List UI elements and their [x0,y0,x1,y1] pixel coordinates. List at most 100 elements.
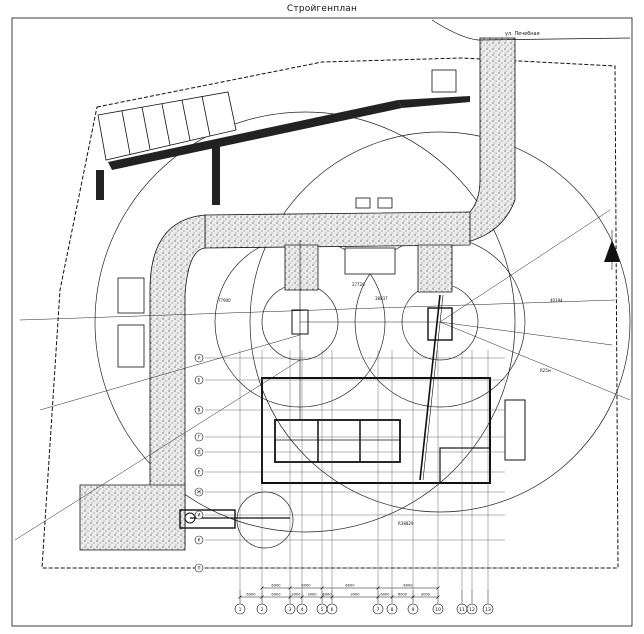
building-wing [439,447,491,484]
column-axis-label: 6 [331,607,334,613]
column-axis-4: 4 [296,590,308,615]
column-axis-label: 12 [469,607,475,613]
road-spur-right [417,244,453,293]
building-annex [504,399,526,461]
temp-building-2 [117,324,145,368]
row-axis-10: Л [194,563,204,573]
dim-site-right: 40194 [550,298,563,303]
column-axis-6: 6 [326,590,338,615]
temporary-road [79,37,516,551]
row-axis-8: И [194,510,204,520]
row-axis-3: В [194,405,204,415]
column-axis-10: 10 [432,590,444,615]
dim-radius-1: R38829 [398,521,414,526]
column-axis-label: 13 [485,607,491,613]
row-axis-label: И [198,513,201,518]
guard-house [431,69,457,93]
dimension-chain-bottom: 6000 6000 3000 3000 6000 3000 6000 6000 3000 [238,593,440,599]
dimension-label: 6000 [271,593,281,597]
row-axis-6: Е [194,467,204,477]
temp-building-1 [117,277,145,314]
dim-crane-span: 38837 [375,296,388,301]
column-axis-label: 5 [321,607,324,613]
column-axis-label: 4 [301,607,304,613]
row-axis-label: К [198,538,201,543]
dimension-label: 3000 [291,593,301,597]
column-axis-7: 7 [372,590,384,615]
row-axis-label: Б [198,378,201,383]
road-top-band [204,211,471,249]
dim-building-length: 27720 [352,282,365,287]
column-axis-label: 9 [412,607,415,613]
street-label: ул. Лечебная [505,31,540,37]
plan-title: Стройгенплан [286,4,358,14]
crane-reach-circle-bottom [236,491,294,549]
main-building [261,377,526,484]
row-axis-label: Д [197,450,200,455]
tower-crane-right [419,294,453,481]
column-axis-12: 12 [466,590,478,615]
column-axis-label: 11 [459,607,465,613]
dimension-label: 6000 [322,593,332,597]
row-axis-label: А [198,356,201,361]
row-axis-label: Ж [197,490,202,495]
dimension-label: 6000 [246,593,256,597]
column-axis-2: 2 [256,590,268,615]
row-axis-5: Д [194,447,204,457]
row-axis-1: А [194,353,204,363]
container-1 [355,197,371,209]
dimension-label: 3000 [350,593,360,597]
column-axis-8: 8 [386,590,398,615]
road-spur-left [284,244,319,291]
column-axis-label: 1 [239,607,242,613]
dimension-chain-bottom-2: 6000 6000 6000 6000 [260,584,440,590]
row-axis-label: Л [197,566,200,571]
building-outer [261,377,491,484]
dimension-label: 3000 [421,593,431,597]
column-axis-3: 3 [284,590,296,615]
row-axis-label: Г [198,435,201,440]
axis-grid [205,350,505,605]
column-axis-label: 2 [261,607,264,613]
dimension-label: 3000 [307,593,317,597]
column-axis-13: 13 [482,590,494,615]
dimension-label: 6000 [345,584,355,588]
column-axis-5: 5 [316,590,328,615]
column-axis-label: 3 [289,607,292,613]
column-axis-label: 10 [435,607,441,613]
temporary-buildings [117,277,145,368]
row-axis-label: В [198,408,201,413]
drawing-frame [11,17,633,627]
materials-storage [344,247,396,275]
mobile-crane [179,509,290,529]
crane-reach-circle-medium [249,131,631,513]
site-fence [41,57,619,569]
sheds-outline [97,91,237,161]
row-axis-label: Е [198,470,201,475]
crane-reach-circle-large [94,111,516,533]
column-axis-11: 11 [456,590,468,615]
north-arrow-icon [604,230,620,270]
dimension-label: 6000 [271,584,281,588]
row-axis-2: Б [194,375,204,385]
dimension-label: 6000 [301,584,311,588]
dimension-label: 6000 [380,593,390,597]
dim-radius-label: R25м [540,368,551,373]
column-axis-label: 8 [391,607,394,613]
danger-zone-lines [14,209,631,541]
storage-sheds [97,91,237,161]
road-bottom-left [79,484,186,551]
dimension-label: 6000 [398,593,408,597]
road-left-curve [149,214,206,546]
container-2 [377,197,393,209]
dim-site-left: 77900 [218,298,231,303]
row-axis-9: К [194,535,204,545]
row-axis-markers: А Б В Г Д Е Ж И К Л [194,353,204,573]
column-axis-9: 9 [407,590,419,615]
dimension-label: 6000 [403,584,413,588]
street-line [431,19,631,41]
row-axis-7: Ж [194,487,204,497]
access-walkway [96,96,470,205]
